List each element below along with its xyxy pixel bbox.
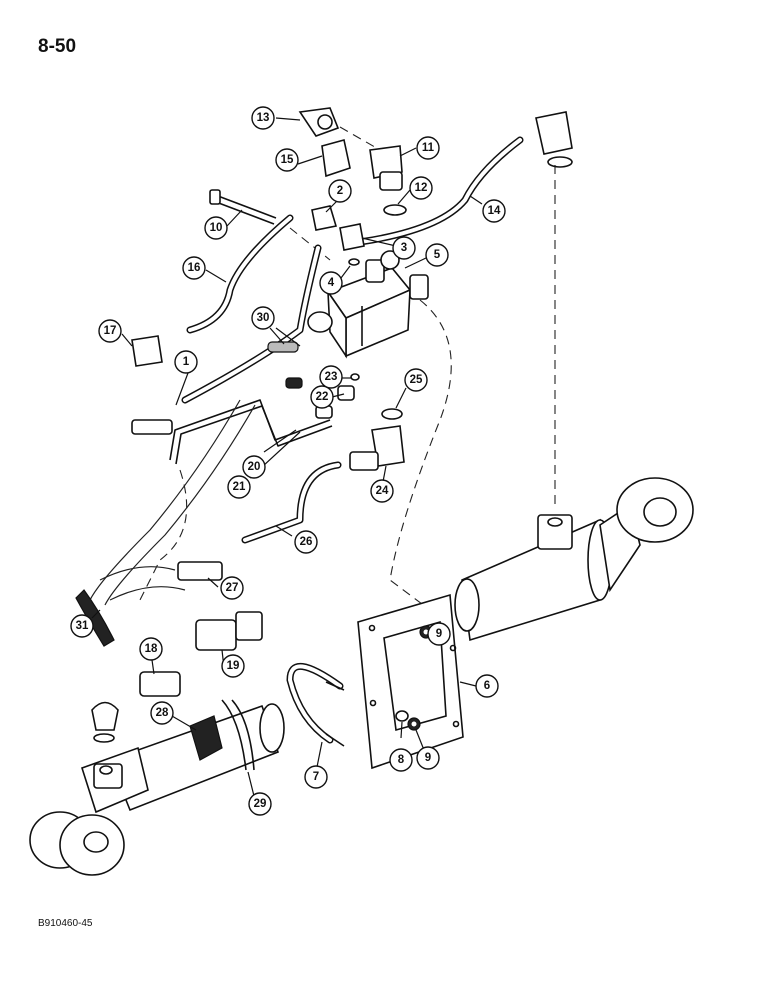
callout-31: 31 bbox=[70, 614, 94, 638]
svg-text:24: 24 bbox=[376, 485, 389, 497]
callout-4: 4 bbox=[319, 271, 343, 295]
svg-text:20: 20 bbox=[248, 461, 261, 473]
callout-25: 25 bbox=[404, 368, 428, 392]
svg-text:12: 12 bbox=[415, 182, 428, 194]
callout-13: 13 bbox=[251, 106, 275, 130]
svg-text:9: 9 bbox=[425, 752, 431, 764]
svg-text:16: 16 bbox=[188, 262, 201, 274]
hose-clamp bbox=[189, 699, 255, 771]
svg-text:1: 1 bbox=[183, 356, 190, 368]
tubes bbox=[169, 136, 524, 544]
svg-text:11: 11 bbox=[422, 142, 435, 154]
svg-text:7: 7 bbox=[313, 771, 319, 783]
svg-text:13: 13 bbox=[257, 112, 270, 124]
callout-20: 20 bbox=[242, 455, 266, 479]
svg-text:28: 28 bbox=[156, 707, 169, 719]
mounting-plate bbox=[357, 593, 464, 770]
svg-text:29: 29 bbox=[254, 798, 267, 810]
svg-text:21: 21 bbox=[233, 481, 246, 493]
svg-text:26: 26 bbox=[300, 536, 313, 548]
svg-text:23: 23 bbox=[325, 371, 338, 383]
callout-24: 24 bbox=[370, 479, 394, 503]
callout-14: 14 bbox=[482, 199, 506, 223]
callout-7: 7 bbox=[304, 765, 328, 789]
svg-text:17: 17 bbox=[104, 325, 117, 337]
callout-8: 8 bbox=[389, 748, 413, 772]
upper-cylinder bbox=[454, 477, 694, 642]
svg-text:19: 19 bbox=[227, 660, 240, 672]
callout-2: 2 bbox=[328, 179, 352, 203]
svg-text:3: 3 bbox=[401, 242, 407, 254]
callout-9a: 9 bbox=[427, 622, 451, 646]
svg-text:14: 14 bbox=[488, 205, 501, 217]
callout-16: 16 bbox=[182, 256, 206, 280]
callout-3: 3 bbox=[392, 236, 416, 260]
svg-text:30: 30 bbox=[257, 312, 270, 324]
callout-29: 29 bbox=[248, 792, 272, 816]
callout-1: 1 bbox=[174, 350, 198, 374]
svg-text:18: 18 bbox=[145, 643, 158, 655]
callout-28: 28 bbox=[150, 701, 174, 725]
valve-block bbox=[307, 250, 429, 359]
svg-text:2: 2 bbox=[337, 185, 343, 197]
callout-11: 11 bbox=[416, 136, 440, 160]
callout-5: 5 bbox=[425, 243, 449, 267]
callout-9b: 9 bbox=[416, 746, 440, 770]
callout-10: 10 bbox=[204, 216, 228, 240]
callout-21: 21 bbox=[227, 475, 251, 499]
svg-text:6: 6 bbox=[484, 680, 490, 692]
svg-text:15: 15 bbox=[281, 154, 294, 166]
figure-code: B910460-45 bbox=[38, 918, 93, 929]
callout-17: 17 bbox=[98, 319, 122, 343]
fittings bbox=[75, 107, 573, 697]
callout-18: 18 bbox=[139, 637, 163, 661]
svg-text:10: 10 bbox=[210, 222, 223, 234]
callouts: 1 2 3 4 5 6 7 8 9 9 10 11 12 13 14 15 16… bbox=[70, 106, 506, 816]
assembly-lines bbox=[139, 126, 556, 611]
svg-text:31: 31 bbox=[76, 620, 89, 632]
u-bolt bbox=[286, 662, 345, 747]
svg-text:5: 5 bbox=[434, 249, 441, 261]
svg-text:9: 9 bbox=[436, 628, 442, 640]
svg-text:27: 27 bbox=[226, 582, 239, 594]
callout-6: 6 bbox=[475, 674, 499, 698]
callout-30: 30 bbox=[251, 306, 275, 330]
callout-12: 12 bbox=[409, 176, 433, 200]
svg-text:22: 22 bbox=[316, 391, 329, 403]
svg-text:8: 8 bbox=[398, 754, 405, 766]
page-number: 8-50 bbox=[38, 36, 77, 57]
lower-cylinder bbox=[29, 701, 285, 876]
callout-19: 19 bbox=[221, 654, 245, 678]
callout-15: 15 bbox=[275, 148, 299, 172]
svg-text:4: 4 bbox=[328, 277, 335, 289]
hoses bbox=[89, 399, 256, 606]
bolt bbox=[209, 189, 277, 225]
callout-23: 23 bbox=[319, 365, 343, 389]
callout-27: 27 bbox=[220, 576, 244, 600]
callout-26: 26 bbox=[294, 530, 318, 554]
callout-22: 22 bbox=[310, 385, 334, 409]
svg-text:25: 25 bbox=[410, 374, 423, 386]
